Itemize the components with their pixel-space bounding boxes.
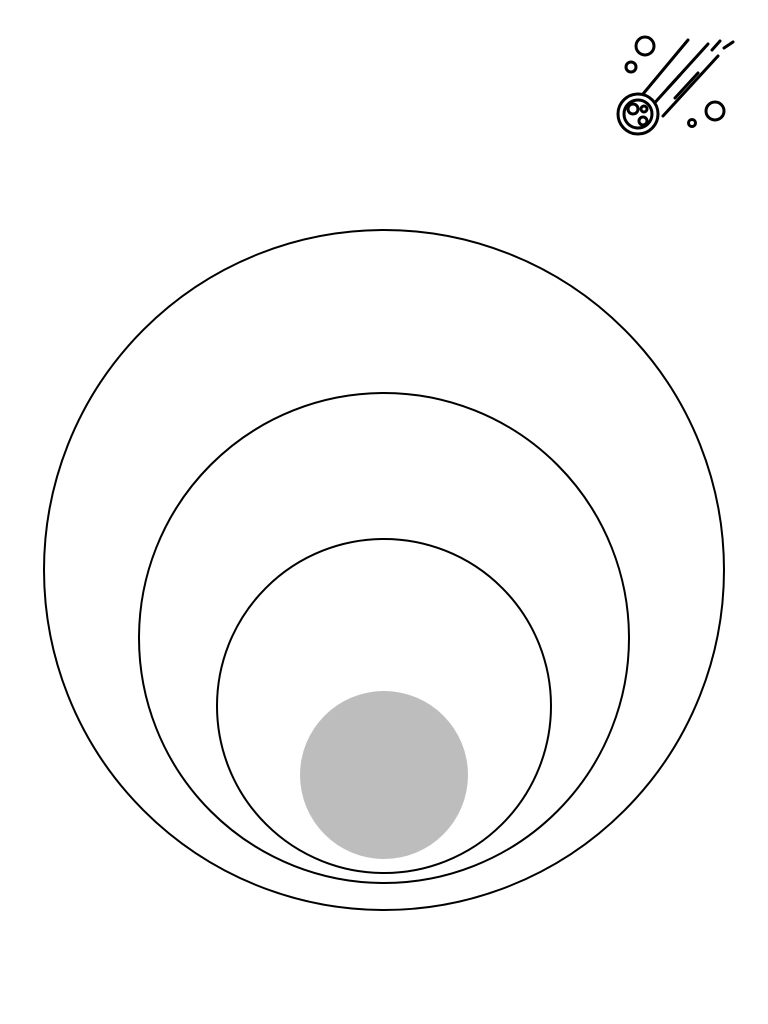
middle-ring bbox=[138, 392, 630, 884]
core-circle bbox=[300, 691, 468, 859]
inner-ring bbox=[216, 538, 552, 874]
meteor-icon bbox=[616, 35, 735, 136]
outer-ring bbox=[43, 229, 725, 911]
